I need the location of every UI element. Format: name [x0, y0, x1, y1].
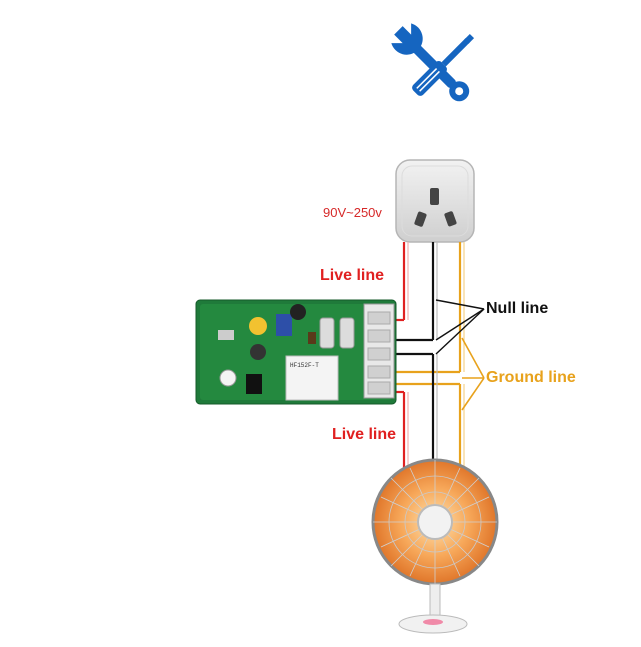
- null-line-label: Null line: [486, 300, 549, 317]
- electric-heater: [371, 458, 499, 634]
- power-socket: [395, 159, 475, 243]
- wires-top: [392, 242, 465, 394]
- live-line-label-top: Live line: [320, 267, 385, 284]
- null-line-pointers: [435, 299, 485, 355]
- ground-line-pointers: [461, 337, 485, 411]
- relay-module-board: [195, 299, 397, 405]
- ground-line-label: Ground line: [486, 369, 576, 386]
- relay-model-label: HF152F-T: [290, 362, 319, 369]
- wrench-screwdriver-icon: [391, 23, 475, 102]
- live-line-label-bottom: Live line: [332, 426, 397, 443]
- voltage-label: 90V~250v: [323, 205, 382, 220]
